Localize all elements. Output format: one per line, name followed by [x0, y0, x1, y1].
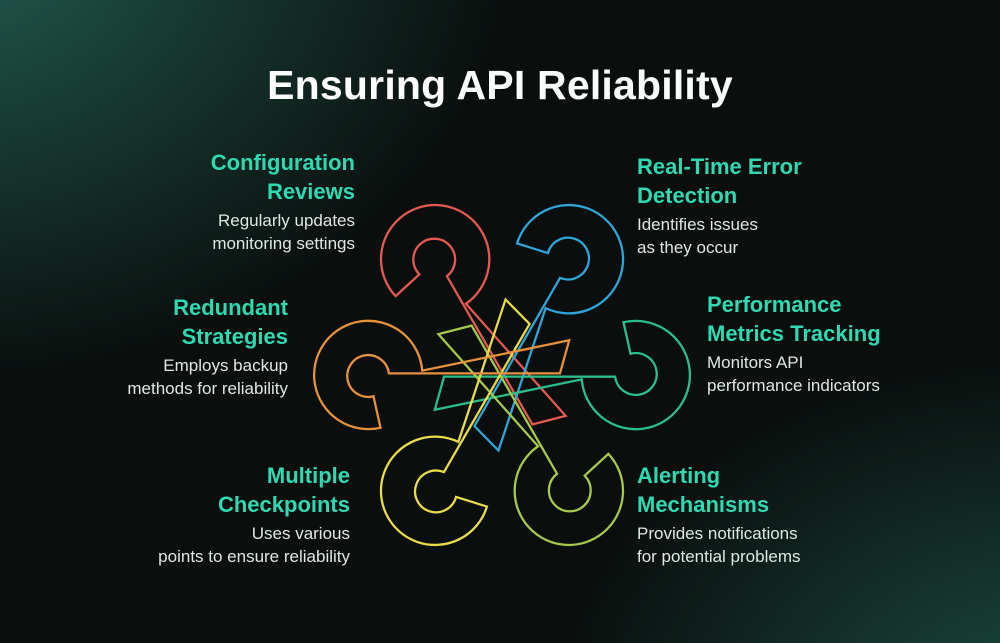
section-body: Monitors API performance indicators: [707, 353, 880, 395]
section-redundant-strategies: Redundant Strategies Employs backup meth…: [127, 293, 288, 400]
section-body: Regularly updates monitoring settings: [212, 211, 355, 253]
knot-loops: [312, 203, 692, 547]
loop-alerting-mechanisms: [436, 324, 625, 547]
section-heading: Strategies: [181, 324, 288, 349]
section-heading: Mechanisms: [637, 492, 770, 517]
loop-multiple-checkpoints: [379, 297, 532, 547]
reliability-knot-graphic: [312, 203, 692, 547]
section-heading: Checkpoints: [217, 492, 350, 517]
section-alerting-mechanisms: Alerting Mechanisms Provides notificatio…: [637, 461, 800, 568]
section-heading: Real-Time Error: [637, 154, 802, 179]
section-heading: Performance: [707, 292, 842, 317]
section-heading: Configuration: [210, 150, 355, 175]
section-heading: Redundant: [173, 295, 288, 320]
page-title: Ensuring API Reliability: [267, 62, 733, 108]
section-body: Uses various points to ensure reliabilit…: [158, 524, 350, 566]
section-heading: Detection: [637, 183, 738, 208]
section-heading: Reviews: [266, 179, 355, 204]
loop-configuration-reviews: [379, 203, 568, 426]
section-multiple-checkpoints: Multiple Checkpoints Uses various points…: [158, 461, 350, 568]
section-heading: Multiple: [266, 463, 350, 488]
loop-redundant-strategies: [312, 319, 571, 431]
section-performance-metrics-tracking: Performance Metrics Tracking Monitors AP…: [707, 290, 881, 397]
section-body: Provides notifications for potential pro…: [637, 524, 801, 566]
section-body: Employs backup methods for reliability: [127, 356, 288, 398]
loop-performance-metrics: [433, 319, 692, 431]
section-real-time-error-detection: Real-Time Error Detection Identifies iss…: [637, 152, 802, 259]
loop-real-time-error-detection: [472, 203, 625, 453]
section-heading: Metrics Tracking: [707, 321, 881, 346]
section-heading: Alerting: [637, 463, 721, 488]
section-configuration-reviews: Configuration Reviews Regularly updates …: [211, 148, 355, 255]
section-body: Identifies issues as they occur: [637, 215, 758, 257]
